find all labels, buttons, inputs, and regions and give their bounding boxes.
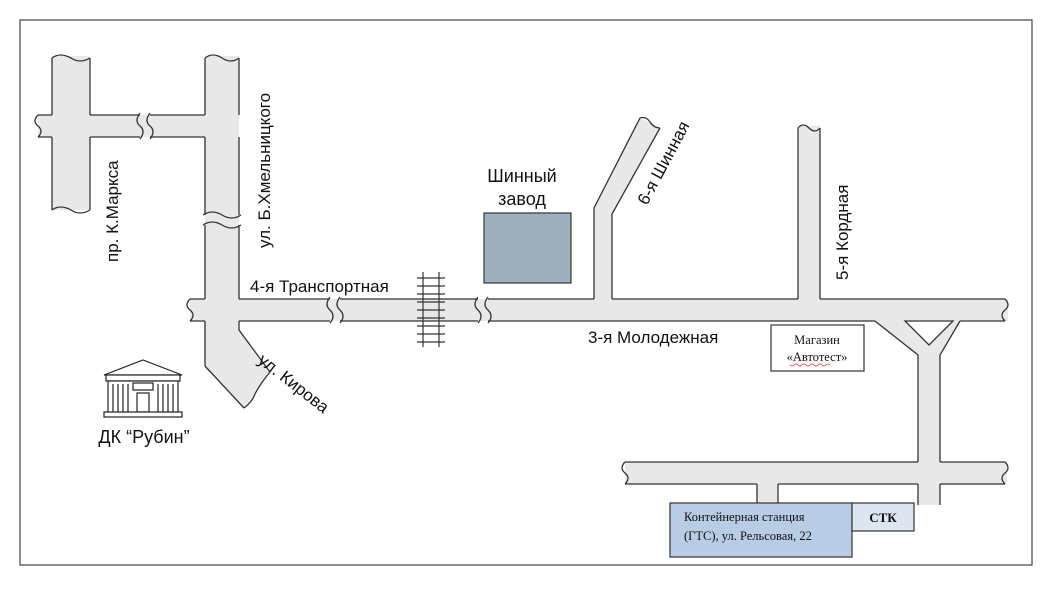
factory-label-line2: завод [498, 189, 546, 209]
factory-label-line1: Шинный [487, 166, 556, 186]
shop-label-line1: Магазин [794, 333, 840, 347]
tire-factory-building [483, 212, 572, 284]
street-label-k-marksa: пр. К.Маркса [103, 160, 122, 262]
stk-label: СТК [869, 510, 897, 525]
street-label-kordnaya: 5-я Кордная [833, 185, 852, 280]
street-label-khmelnitskogo: ул. Б.Хмельницкого [255, 93, 274, 248]
dk-rubin-label: ДК “Рубин” [98, 427, 189, 447]
map-frame [19, 19, 1033, 566]
road-edges [34, 54, 1009, 505]
shop-box [770, 324, 865, 372]
station-label-line1: Контейнерная станция [684, 510, 805, 524]
spellcheck-underline [789, 363, 831, 367]
roads [38, 56, 1008, 505]
dk-rubin-icon [103, 359, 183, 418]
station-label-line2: (ГТС), ул. Рельсовая, 22 [684, 529, 812, 543]
junction-triangle [903, 320, 955, 346]
stk-box [851, 502, 915, 532]
street-label-transportnaya: 4-я Транспортная [250, 277, 389, 296]
street-label-kirova: ул. Кирова [255, 350, 333, 417]
railway-crossing [417, 272, 445, 347]
street-label-molodezhnaya: 3-я Молодежная [588, 328, 718, 347]
shop-label-line2: «Автотест» [787, 350, 848, 364]
